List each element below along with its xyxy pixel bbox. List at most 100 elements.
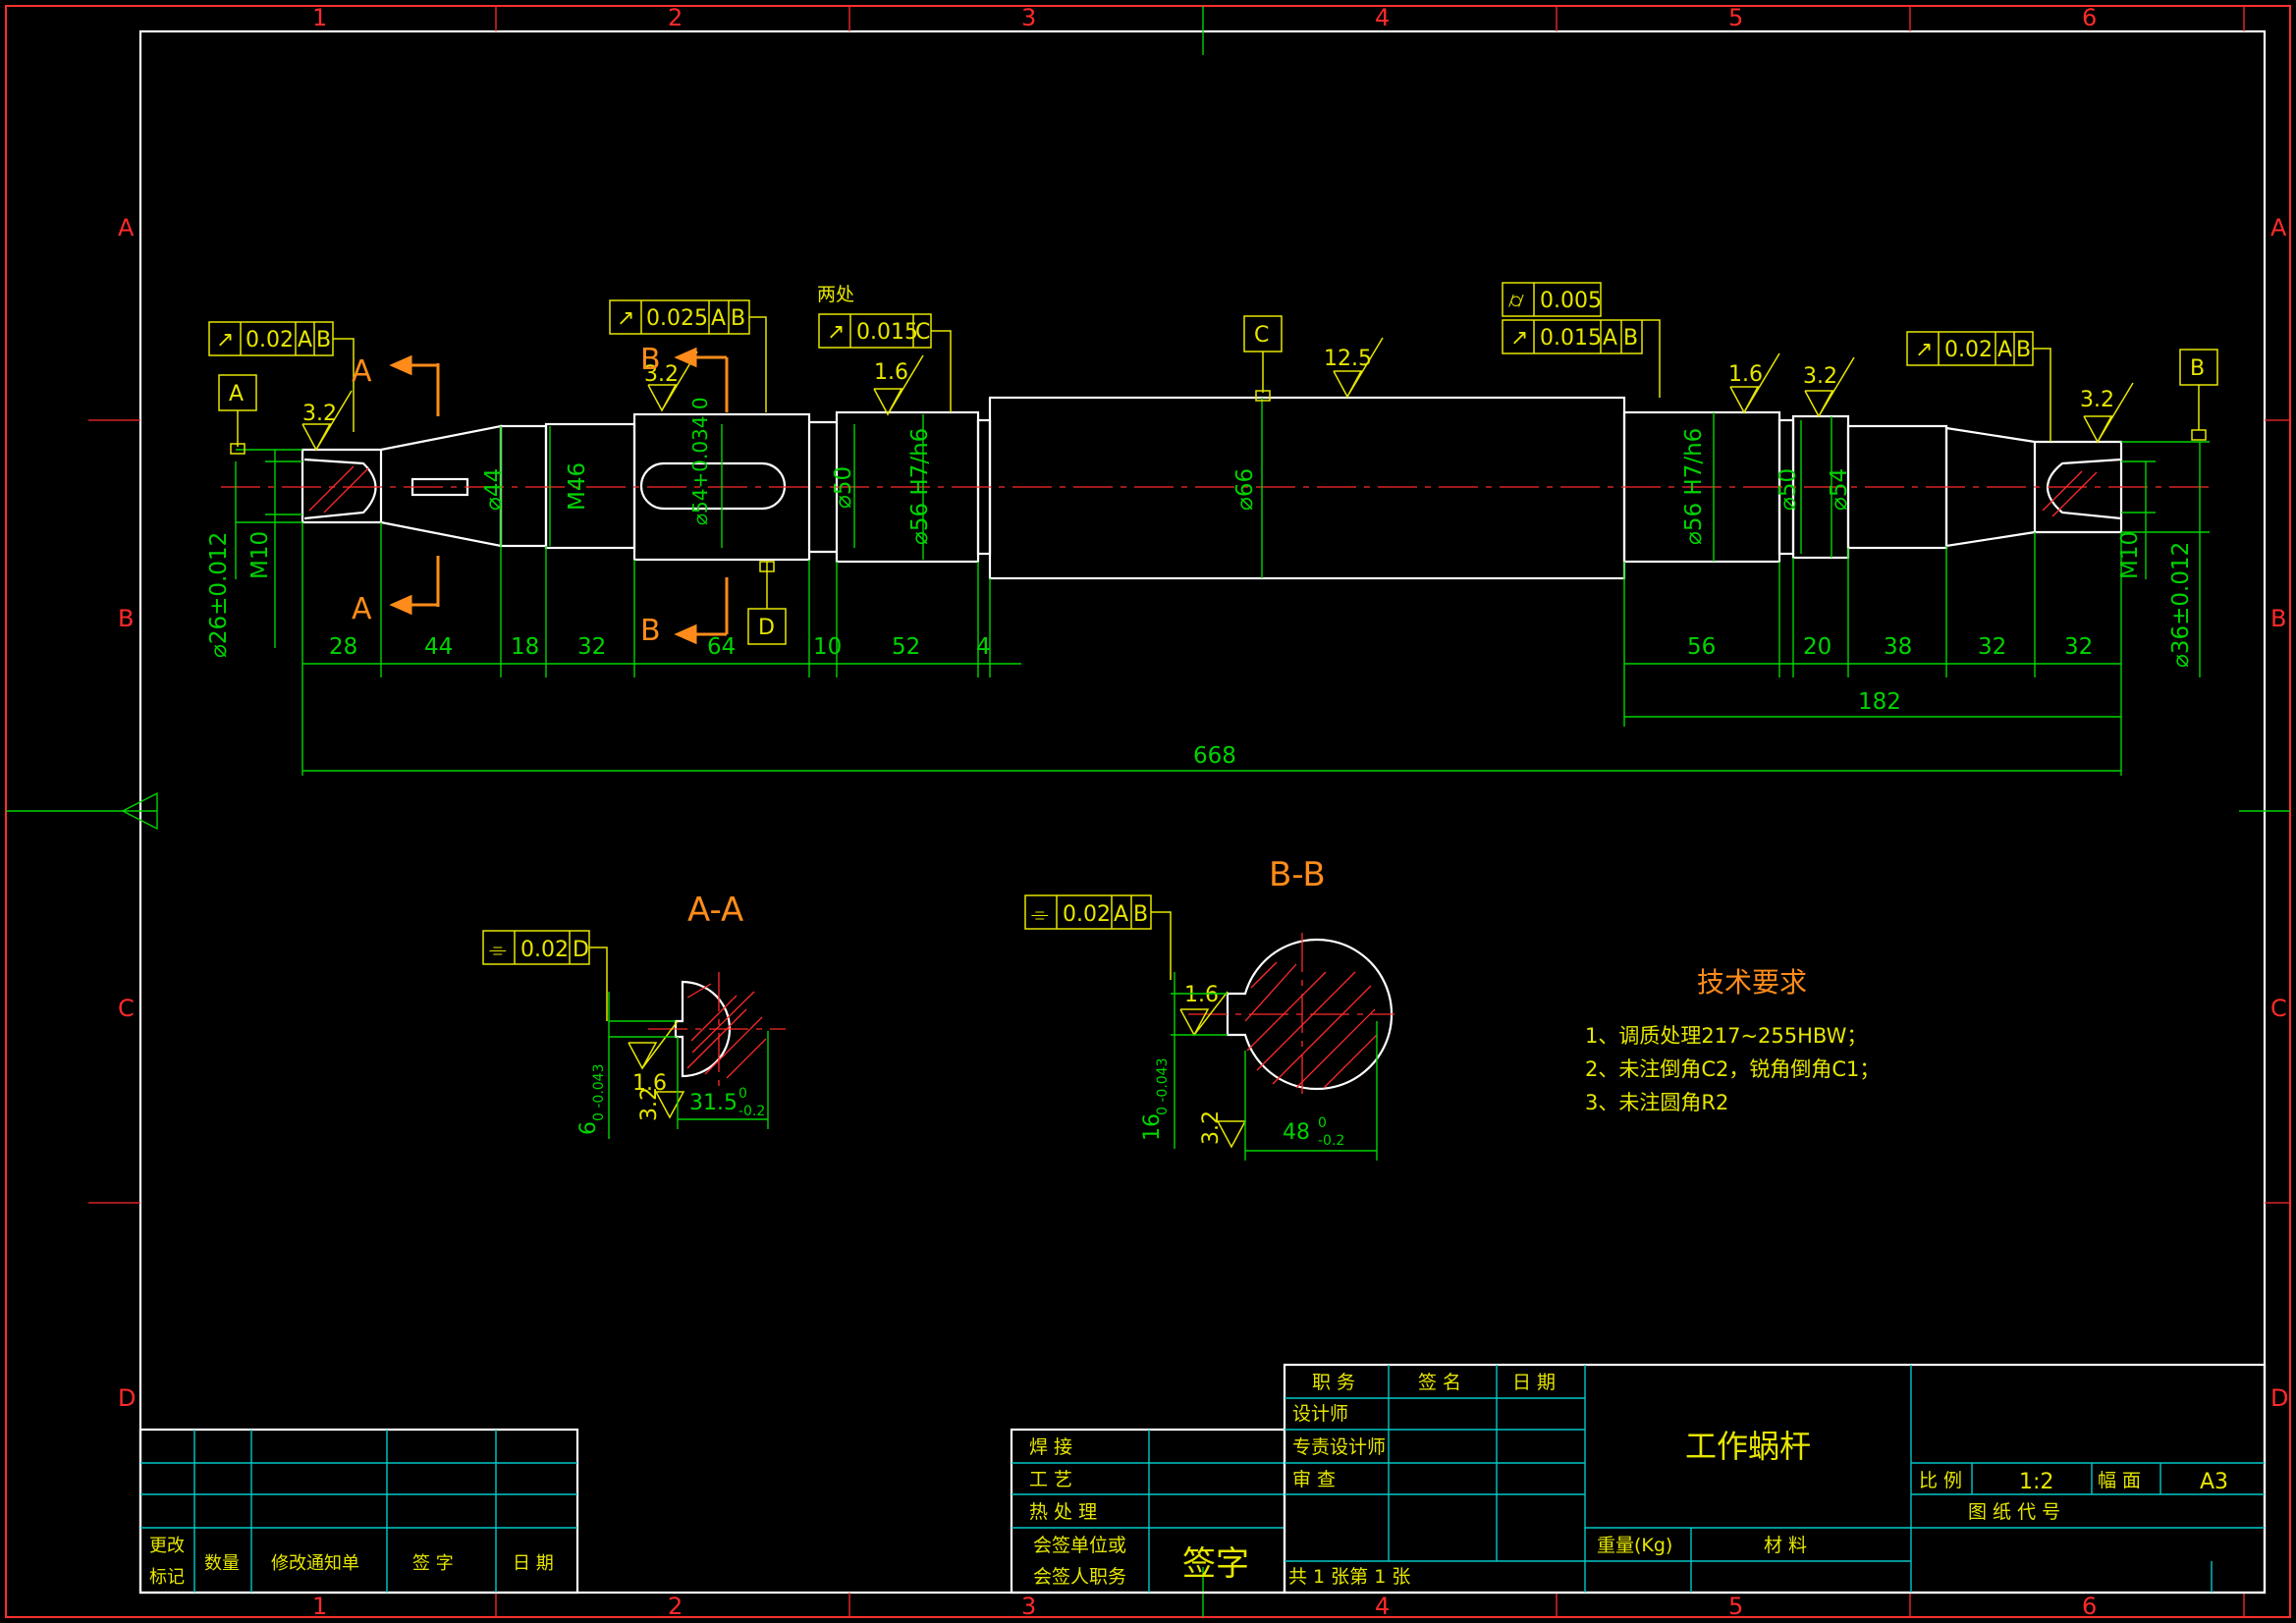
signname-label: 签 名 [1418, 1372, 1461, 1393]
note-two-places: 两处 [817, 284, 854, 305]
dim-28: 28 [329, 634, 357, 660]
zone-col-6-bottom: 6 [2082, 1593, 2097, 1620]
sheets-label: 共 1 张第 1 张 [1288, 1566, 1410, 1588]
zone-row-d-right: D [2270, 1384, 2288, 1412]
section-bb-hatch [1244, 961, 1378, 1089]
tol4-val: 0.005 [1540, 289, 1602, 313]
chief-designer-label: 专责设计师 [1292, 1436, 1386, 1458]
tech-req-title: 技术要求 [1697, 966, 1807, 999]
dim-668: 668 [1193, 743, 1236, 769]
zone-row-b-right: B [2270, 605, 2286, 632]
duty-label: 职 务 [1312, 1372, 1355, 1393]
tol6-sym: ↗ [1915, 338, 1933, 362]
material-label: 材 料 [1764, 1535, 1807, 1556]
cosign-label-2: 会签人职务 [1033, 1566, 1126, 1588]
rev-header-sign: 签 字 [412, 1553, 454, 1574]
zone-col-3-bottom: 3 [1021, 1593, 1036, 1620]
rev-header-notice: 修改通知单 [271, 1553, 359, 1574]
dim-32-c: 32 [2064, 634, 2093, 660]
roughness-1: 3.2 [302, 402, 337, 426]
tol1-ref-a: A [298, 328, 312, 352]
zone-col-5-bottom: 5 [1728, 1593, 1743, 1620]
tol2-ref-a: A [711, 306, 726, 331]
zone-col-6: 6 [2082, 4, 2097, 31]
roughness-5: 1.6 [1728, 362, 1763, 387]
dia-50-b: ⌀50 [1776, 468, 1801, 511]
dim-182: 182 [1858, 689, 1901, 715]
bb-frame-ref-b: B [1133, 902, 1148, 927]
dia-26: ⌀26±0.012 [206, 532, 232, 658]
tech-req-item-1: 1、调质处理217~255HBW； [1585, 1024, 1867, 1048]
date-label: 日 期 [1512, 1372, 1556, 1393]
bb-frame-ref-a: A [1114, 902, 1128, 927]
aa-width: 31.5 [689, 1091, 738, 1115]
zone-col-1: 1 [312, 4, 327, 31]
designer-label: 设计师 [1292, 1403, 1348, 1425]
scale-value: 1:2 [2019, 1470, 2053, 1494]
dim-10: 10 [813, 634, 842, 660]
zone-row-c: C [118, 995, 135, 1022]
aa-rough-2: 3.2 [637, 1087, 662, 1121]
dia-66: ⌀66 [1232, 468, 1258, 511]
end-hatch [308, 465, 2098, 517]
bb-key: 16 [1140, 1113, 1165, 1141]
dia-m46: M46 [565, 462, 590, 511]
zone-row-b: B [118, 605, 134, 632]
bb-rough-1: 1.6 [1184, 983, 1219, 1007]
tol5-val: 0.015 [1540, 326, 1602, 351]
section-aa: A-A ⌯ 0.02 D 1.6 3.2 31.5 [482, 891, 786, 1139]
section-aa-hatch [686, 983, 767, 1079]
thread-m10-left: M10 [247, 531, 273, 579]
tol5-ref-b: B [1623, 326, 1638, 351]
outer-frame [5, 5, 2291, 1618]
roughness-symbols [301, 337, 2134, 452]
dia-36: ⌀36±0.012 [2168, 542, 2194, 668]
datum-b: B [2190, 356, 2205, 381]
section-cut-marks [389, 347, 729, 645]
zone-row-c-right: C [2270, 995, 2287, 1022]
thread-m10-right: M10 [2117, 531, 2143, 579]
roughness-6: 3.2 [1803, 364, 1837, 389]
dim-32-b: 32 [1978, 634, 2006, 660]
dia-44: ⌀44 [481, 468, 507, 511]
section-mark-a-bottom: A [352, 592, 372, 626]
bb-frame-val: 0.02 [1063, 902, 1111, 927]
dim-32-a: 32 [577, 634, 606, 660]
dim-20: 20 [1803, 634, 1831, 660]
tol5-sym: ↗ [1510, 326, 1528, 351]
roughness-7: 3.2 [2080, 388, 2114, 412]
zone-col-2-bottom: 2 [668, 1593, 683, 1620]
aa-width-tol-low: -0.2 [738, 1104, 765, 1119]
technical-requirements: 技术要求 1、调质处理217~255HBW； 2、未注倒角C2，锐角倒角C1； … [1585, 966, 1880, 1114]
tol5-ref-a: A [1603, 326, 1617, 351]
rev-header-qty: 数量 [204, 1553, 240, 1574]
heat-label: 热 处 理 [1029, 1501, 1097, 1523]
dim-38: 38 [1884, 634, 1912, 660]
dimension-lines [235, 398, 2201, 772]
aa-rough-1: 1.6 [632, 1071, 667, 1096]
dim-18: 18 [511, 634, 539, 660]
bb-rough-2: 3.2 [1199, 1110, 1224, 1145]
rev-header-mark-1: 更改 [149, 1536, 185, 1556]
datum-c: C [1254, 323, 1269, 348]
tol3-sym: ↗ [827, 320, 845, 345]
extension-lines [236, 441, 2210, 776]
format-value: A3 [2200, 1470, 2228, 1494]
tol2-sym: ↗ [617, 306, 634, 331]
cosign-label-1: 会签单位或 [1033, 1535, 1126, 1556]
bb-width: 48 [1283, 1120, 1310, 1145]
review-label: 审 查 [1292, 1469, 1336, 1490]
tol1-ref-b: B [316, 328, 331, 352]
dim-56: 56 [1687, 634, 1716, 660]
tol2-val: 0.025 [646, 306, 708, 331]
dim-4: 4 [976, 634, 991, 660]
dim-52: 52 [892, 634, 920, 660]
section-bb-title: B-B [1269, 855, 1326, 894]
roughness-3: 1.6 [874, 360, 908, 385]
rev-header-mark-2: 标记 [149, 1567, 185, 1588]
tol6-val: 0.02 [1944, 338, 1993, 362]
bb-width-tol-low: -0.2 [1318, 1133, 1344, 1149]
zone-col-4-bottom: 4 [1375, 1593, 1390, 1620]
aa-key-tol: 0 -0.043 [591, 1064, 607, 1122]
